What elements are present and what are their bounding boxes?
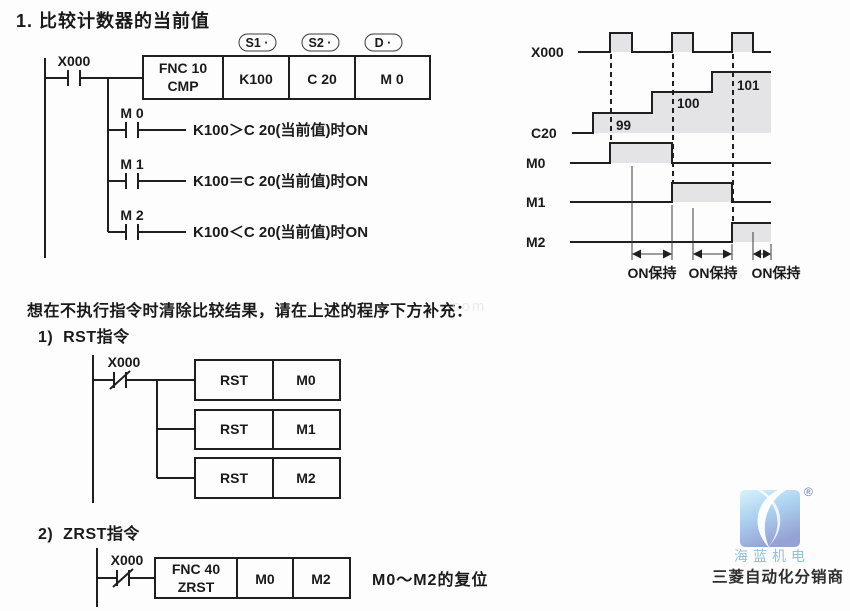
cmp-contact-label: X000	[58, 53, 91, 69]
signal-label-m0: M0	[526, 155, 546, 171]
m1-desc: K100＝C 20(当前值)时ON	[193, 172, 368, 190]
logo-tagline: 三菱自动化分销商	[711, 569, 844, 586]
m0-desc: K100＞C 20(当前值)时ON	[193, 121, 368, 139]
m1-pulse-fill	[672, 183, 732, 202]
logo-swoosh-left	[757, 490, 786, 547]
hailan-logo-block: ® 海蓝机电 三菱自动化分销商	[712, 483, 844, 593]
rst-dev-1: M0	[296, 372, 316, 388]
zrst-fnc-line1: FNC 40	[172, 561, 220, 577]
timing-chart: X000 C20 M0 M1 M2 99 100 101 ON保持 ON保持	[526, 32, 801, 281]
m0-contact-label: M 0	[120, 105, 144, 121]
m0-contact-symbol	[108, 122, 186, 138]
x000-pulse2-fill	[672, 33, 693, 52]
m2-contact-label: M 2	[120, 207, 144, 223]
zrst-operand-2: M2	[311, 571, 331, 587]
m1-contact-symbol	[108, 173, 186, 189]
count-99: 99	[616, 118, 631, 133]
tag-d: D ·	[375, 36, 392, 50]
rst-box-2	[194, 409, 341, 450]
zrst-ladder: X000 FNC 40 ZRST M0 M2 M0～M2的复位	[96, 548, 488, 607]
rst-ladder: X000 RST M0 RST M1 RST M2	[92, 354, 341, 503]
hold-arrow-2	[693, 249, 732, 259]
signal-label-m2: M2	[526, 234, 546, 250]
zrst-x000-nc-contact	[97, 568, 155, 588]
cmp-ladder: X000 S1 · S2 · D · FNC 10 CMP K100 C 20 …	[44, 33, 431, 258]
zrst-section-heading: 2) ZRST指令	[38, 526, 140, 543]
registered-mark-icon: ®	[804, 485, 813, 499]
cmp-operand-s2: C 20	[307, 71, 337, 87]
cmp-fnc-line1: FNC 10	[159, 60, 207, 76]
m1-contact-label: M 1	[120, 156, 144, 172]
signal-label-c20: C20	[531, 125, 557, 141]
rst-contact-label: X000	[108, 354, 141, 370]
m2-contact-symbol	[108, 224, 186, 240]
rst-branch-rail	[156, 380, 195, 479]
m1-waveform	[570, 182, 771, 203]
cmp-operand-d: M 0	[380, 71, 404, 87]
cmp-box-dividers	[222, 56, 356, 99]
zrst-box-dividers	[236, 558, 294, 598]
tag-s1: S1 ·	[246, 36, 269, 50]
rst-box-1	[194, 359, 341, 401]
zrst-caption: M0～M2的复位	[372, 570, 488, 589]
count-101: 101	[737, 78, 760, 93]
hold-arrow-3	[753, 249, 771, 259]
m2-desc: K100＜C 20(当前值)时ON	[193, 223, 368, 241]
m2-waveform	[570, 222, 771, 243]
hold-label-3: ON保持	[752, 265, 801, 281]
tag-s1-pill	[238, 33, 277, 52]
signal-label-x000: X000	[531, 44, 564, 60]
rst-section-heading: 1) RST指令	[38, 329, 130, 346]
hold-label-2: ON保持	[689, 265, 738, 281]
cmp-operand-s1: K100	[239, 71, 273, 87]
rst-x000-nc-contact	[93, 370, 195, 390]
hold-arrow-1	[632, 249, 672, 259]
m0-pulse-fill	[610, 143, 672, 163]
c20-waveform	[572, 71, 771, 134]
count-100: 100	[677, 96, 700, 111]
tag-s2-pill	[301, 33, 340, 52]
cmp-instruction-box	[142, 55, 431, 100]
zrst-operand-1: M0	[255, 571, 275, 587]
tag-d-pill	[364, 33, 403, 52]
m2-pulse-fill	[732, 223, 771, 242]
c20-staircase-fill	[593, 72, 771, 133]
x000-pulse1-fill	[610, 33, 632, 52]
signal-label-m1: M1	[526, 194, 546, 210]
rst-op-1: RST	[220, 372, 248, 388]
logo-company-name: 海蓝机电	[734, 550, 810, 565]
rst-dev-3: M2	[296, 470, 316, 486]
x000-waveform	[578, 32, 771, 53]
zrst-instruction-box	[154, 557, 351, 599]
page-title: 1. 比较计数器的当前值	[16, 11, 211, 31]
logo-swoosh-right	[757, 490, 781, 547]
cmp-fnc-line2: CMP	[167, 78, 198, 94]
zrst-contact-label: X000	[111, 552, 144, 568]
rst-op-3: RST	[220, 470, 248, 486]
rst-box-3	[194, 457, 341, 499]
x000-pulse3-fill	[732, 33, 753, 52]
zrst-fnc-line2: ZRST	[178, 579, 215, 595]
note-text: 想在不执行指令时清除比较结果，请在上述的程序下方补充：	[27, 303, 473, 320]
tag-s2: S2 ·	[309, 36, 332, 50]
hold-label-1: ON保持	[628, 265, 677, 281]
x000-contact-symbol	[45, 70, 143, 86]
rst-dev-2: M1	[296, 421, 316, 437]
hold-ticks	[631, 166, 772, 260]
m0-waveform	[570, 142, 771, 164]
hailan-logo-mark	[740, 490, 800, 547]
watermark-text: com	[452, 298, 487, 315]
rst-op-2: RST	[220, 421, 248, 437]
